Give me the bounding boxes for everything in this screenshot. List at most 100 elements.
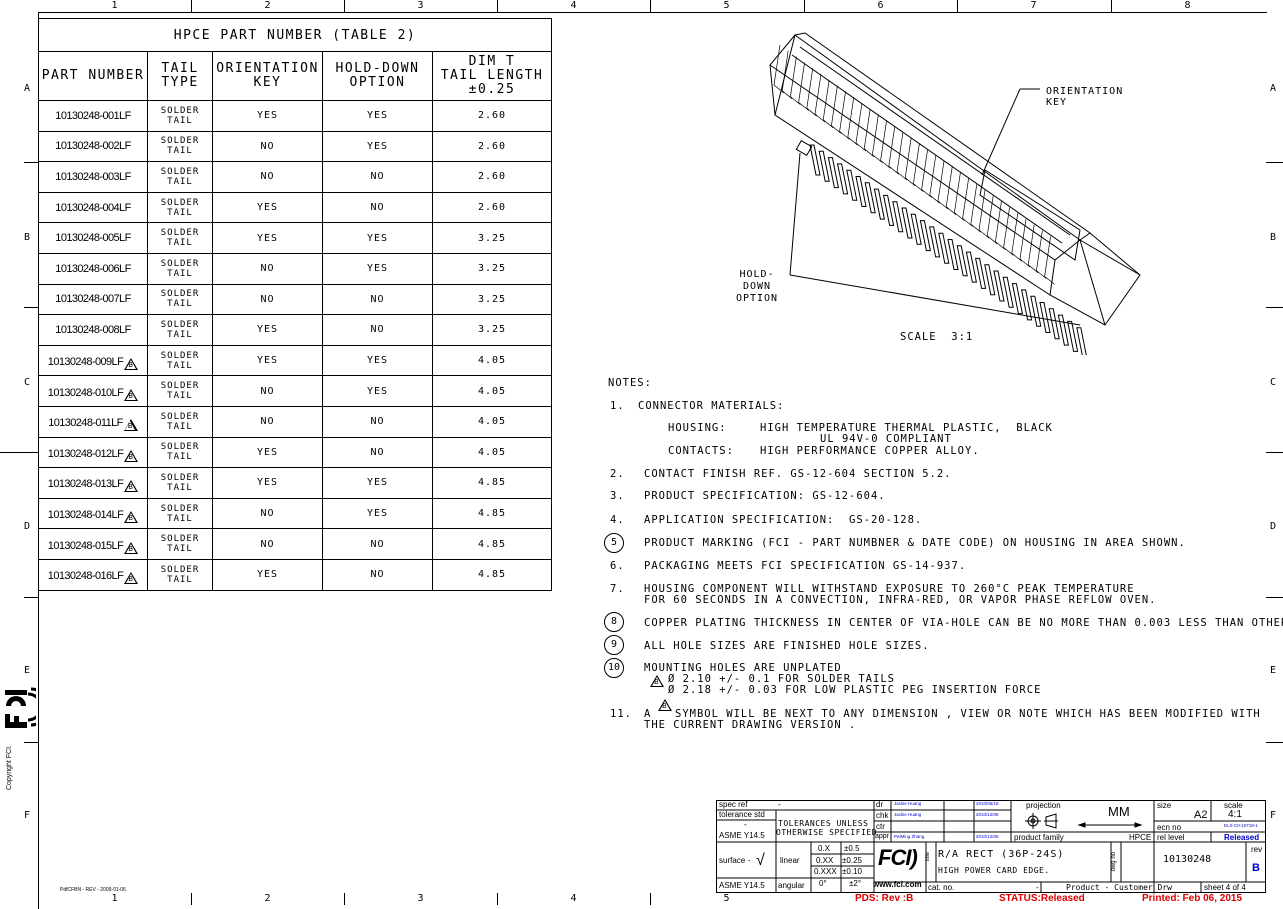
contact-fin — [921, 149, 932, 198]
solder-tail-pin — [1020, 289, 1033, 321]
zone-col: 7 — [1030, 0, 1037, 11]
tb-chk-label: chk — [876, 811, 889, 820]
zone-row: B — [23, 232, 31, 243]
orientation-key-cell: NO — [212, 375, 323, 407]
orientation-key-cell: NO — [212, 497, 323, 530]
tb-surface-label: surface — [719, 856, 746, 865]
tb-angular-label: angular — [778, 881, 805, 890]
note-11: SYMBOL WILL BE NEXT TO ANY DIMENSION , V… — [675, 708, 1261, 720]
zone-row: D — [23, 521, 31, 532]
tb-product-family-value: HPCE — [1129, 833, 1152, 842]
note-11-prefix: A — [644, 708, 652, 720]
notes-heading: NOTES: — [608, 377, 652, 389]
pdf-reference: PdfCFBN - REV - 2009-01-06 — [60, 887, 126, 893]
solder-tail-pin — [1030, 295, 1042, 327]
note-10b: Ø 2.18 +/- 0.03 FOR LOW PLASTIC PEG INSE… — [668, 684, 1042, 696]
note-number: 1. — [610, 400, 625, 412]
contact-fin — [814, 73, 826, 123]
note-7: HOUSING COMPONENT WILL WITHSTAND EXPOSUR… — [644, 583, 1135, 595]
note-11-cont: THE CURRENT DRAWING VERSION . — [644, 719, 857, 731]
contact-fin — [896, 131, 908, 181]
orientation-key-cell: YES — [212, 100, 323, 132]
zone-row: F — [23, 810, 31, 821]
contact-fin — [822, 79, 834, 129]
tb-asme-angular: ASME Y14.5 — [719, 881, 765, 890]
tb-ecn-value: ELX-C0-10718-1 — [1224, 823, 1258, 828]
tb-title-label: title — [925, 852, 931, 862]
solder-tail-pin — [864, 182, 876, 214]
part-number-cell: 10130248-003LF — [38, 161, 148, 193]
zone-row: C — [1269, 377, 1277, 388]
solder-tail-pin — [809, 144, 821, 176]
hold-down-cell: NO — [322, 405, 433, 438]
orientation-key-cell: NO — [212, 405, 323, 438]
note-6: PACKAGING MEETS FCI SPECIFICATION GS-14-… — [644, 560, 967, 572]
note-housing: HIGH TEMPERATURE THERMAL PLASTIC, BLACK — [760, 422, 1053, 434]
orientation-key-cell: NO — [212, 252, 323, 285]
note-10a: Ø 2.10 +/- 0.1 FOR SOLDER TAILS — [668, 673, 895, 685]
note-number-circled: 10 — [604, 658, 624, 678]
tb-surface-value: - — [748, 856, 751, 865]
tb-website: www.fci.com — [873, 880, 922, 889]
zone-row: B — [1269, 232, 1277, 243]
contact-fin — [1044, 236, 1055, 285]
contact-fin — [995, 201, 1006, 250]
tb-ecn-label: ecn no — [1157, 823, 1182, 832]
solder-tail-pin — [1066, 320, 1079, 352]
part-number-cell: 10130248-008LF — [38, 314, 148, 346]
dim-t-cell: 4.05 — [432, 436, 552, 469]
solder-tail-pin — [965, 251, 978, 283]
note-4: APPLICATION SPECIFICATION: GS-20-128. — [644, 514, 923, 526]
contact-fin — [806, 68, 818, 117]
contact-fin — [831, 85, 842, 134]
solder-tail-pin — [873, 188, 886, 220]
contact-fin — [1027, 224, 1039, 274]
note-number: 7. — [610, 583, 625, 595]
contact-fin — [945, 166, 957, 216]
solder-tail-pin — [984, 264, 996, 296]
contact-fin — [929, 155, 941, 204]
tb-tol-precision: 0.XX — [816, 856, 834, 865]
tb-otherwise-specified: OTHERWISE SPECIFIED — [776, 828, 878, 837]
contact-fin — [970, 184, 982, 233]
contact-fin — [847, 97, 859, 146]
solder-tail-pin — [827, 157, 840, 189]
zone-col: 4 — [570, 893, 577, 904]
tb-ctr-label: ctr — [876, 822, 885, 831]
contact-fin — [798, 62, 809, 111]
zone-col: 1 — [111, 0, 118, 11]
contact-fin — [863, 108, 875, 158]
hold-down-cell: NO — [322, 161, 433, 193]
zone-col: 8 — [1184, 0, 1191, 11]
drawing-scale: SCALE 3:1 — [900, 331, 974, 343]
tb-chk-date: 2010/12/08 — [976, 812, 999, 817]
orientation-key-cell: YES — [212, 191, 323, 224]
note-2: CONTACT FINISH REF. GS-12-604 SECTION 5.… — [644, 468, 952, 480]
contact-fin — [962, 178, 973, 227]
solder-tail-pin — [974, 257, 987, 289]
dim-t-cell: 4.85 — [432, 497, 552, 530]
zone-row: E — [1269, 665, 1277, 676]
dim-t-cell: 3.25 — [432, 314, 552, 346]
note-3: PRODUCT SPECIFICATION: GS-12-604. — [644, 490, 886, 502]
solder-tail-pin — [947, 239, 959, 270]
dim-t-cell: 4.05 — [432, 405, 552, 438]
dim-t-cell: 2.60 — [432, 161, 552, 193]
contact-fin — [904, 137, 916, 187]
note-number: 11. — [610, 708, 632, 720]
note-contacts: HIGH PERFORMANCE COPPER ALLOY. — [760, 445, 980, 457]
hold-down-cell: NO — [322, 436, 433, 469]
tb-title-line1: R/A RECT (36P-24S) — [938, 849, 1065, 860]
